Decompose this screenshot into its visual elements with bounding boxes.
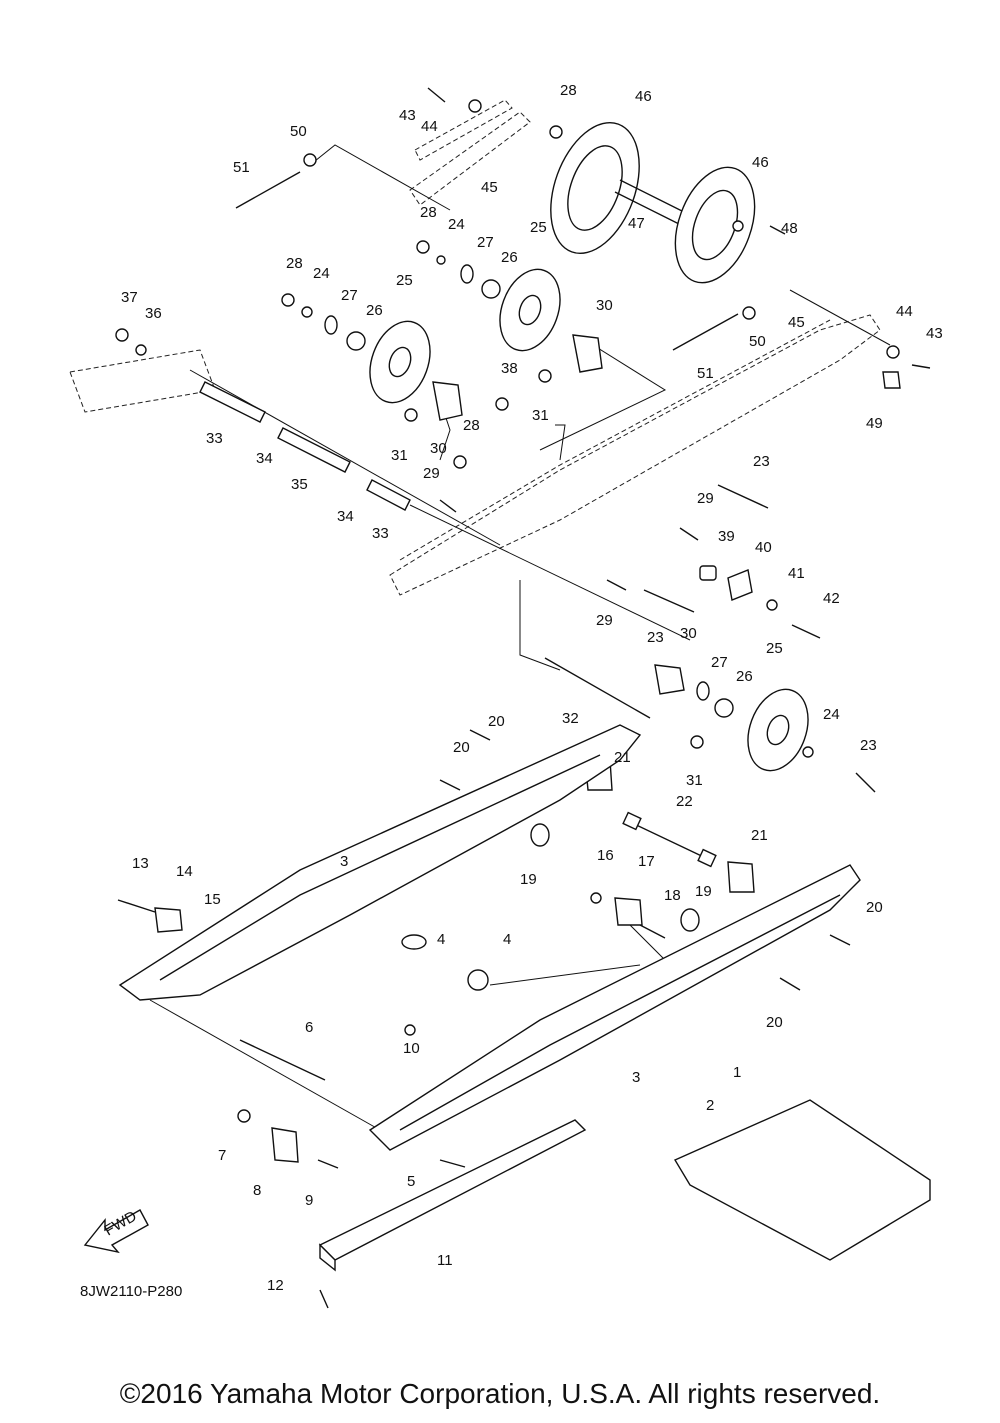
callout-25-2: 25 (530, 219, 547, 236)
callout-46-1: 46 (635, 88, 652, 105)
callout-5: 5 (407, 1173, 415, 1190)
callout-33-1: 33 (206, 430, 223, 447)
callout-41: 41 (788, 565, 805, 582)
callout-28-3: 28 (560, 82, 577, 99)
callout-27-2: 27 (477, 234, 494, 251)
callout-42: 42 (823, 590, 840, 607)
callout-48: 48 (781, 220, 798, 237)
callout-45-2: 45 (788, 314, 805, 331)
copyright-notice: ©2016 Yamaha Motor Corporation, U.S.A. A… (119, 1378, 881, 1409)
callout-26-2: 26 (501, 249, 518, 266)
callout-15: 15 (204, 891, 221, 908)
callout-4-1: 4 (437, 931, 445, 948)
callout-24-1: 24 (313, 265, 330, 282)
callout-30-1: 30 (596, 297, 613, 314)
callout-38: 38 (501, 360, 518, 377)
callout-34-1: 34 (256, 450, 273, 467)
callout-28-2: 28 (420, 204, 437, 221)
callout-23-3: 23 (860, 737, 877, 754)
callout-32: 32 (562, 710, 579, 727)
callout-44-1: 44 (421, 118, 438, 135)
callout-50-2: 50 (749, 333, 766, 350)
callout-20-2: 20 (453, 739, 470, 756)
callout-29-2: 29 (697, 490, 714, 507)
callout-31-3: 31 (686, 772, 703, 789)
callout-24-2: 24 (448, 216, 465, 233)
callout-12: 12 (267, 1277, 284, 1294)
callout-3-2: 3 (632, 1069, 640, 1086)
callout-11: 11 (437, 1252, 453, 1269)
callout-9: 9 (305, 1192, 313, 1209)
callout-29-3: 29 (596, 612, 613, 629)
callout-19-2: 19 (695, 883, 712, 900)
callout-28-1: 28 (286, 255, 303, 272)
callout-51-1: 51 (233, 159, 250, 176)
slide-runner (318, 1119, 587, 1272)
callout-13: 13 (132, 855, 149, 872)
callout-20-1: 20 (488, 713, 505, 730)
callout-31-2: 31 (532, 407, 549, 424)
callout-44-2: 44 (896, 303, 913, 320)
track (673, 1099, 931, 1261)
callout-51-2: 51 (697, 365, 714, 382)
callout-6: 6 (305, 1019, 313, 1036)
callout-20-4: 20 (766, 1014, 783, 1031)
callout-16: 16 (597, 847, 614, 864)
callout-26-3: 26 (736, 668, 753, 685)
callout-1: 1 (733, 1064, 741, 1081)
callout-31-1: 31 (391, 447, 408, 464)
callout-25-1: 25 (396, 272, 413, 289)
callout-30-3: 30 (680, 625, 697, 642)
callout-4-2: 4 (503, 931, 511, 948)
callout-29-1: 29 (423, 465, 440, 482)
callout-33-2: 33 (372, 525, 389, 542)
callout-40: 40 (755, 539, 772, 556)
shafts-and-bolts (117, 87, 931, 1309)
callout-3-1: 3 (340, 853, 348, 870)
callout-50-1: 50 (290, 123, 307, 140)
callout-23-2: 23 (647, 629, 664, 646)
callout-8: 8 (253, 1182, 261, 1199)
callout-39: 39 (718, 528, 735, 545)
callout-25-3: 25 (766, 640, 783, 657)
callout-49: 49 (866, 415, 883, 432)
callout-23-1: 23 (753, 453, 770, 470)
diagram-code: 8JW2110-P280 (80, 1283, 182, 1300)
callout-21-1: 21 (614, 749, 631, 766)
callout-43-1: 43 (399, 107, 416, 124)
callout-34-2: 34 (337, 508, 354, 525)
callout-22: 22 (676, 793, 693, 810)
callout-21-2: 21 (751, 827, 768, 844)
fwd-arrow-icon: FWD (83, 1208, 149, 1254)
callout-19-1: 19 (520, 871, 537, 888)
callout-20-3: 20 (866, 899, 883, 916)
callout-27-1: 27 (341, 287, 358, 304)
idler-wheels (369, 268, 809, 772)
callout-30-2: 30 (430, 440, 447, 457)
callout-26-1: 26 (366, 302, 383, 319)
callout-45-1: 45 (481, 179, 498, 196)
drive-sprocket-assembly (550, 121, 756, 284)
callout-24-3: 24 (823, 706, 840, 723)
callout-2: 2 (706, 1097, 714, 1114)
callout-37: 37 (121, 289, 138, 306)
callout-14: 14 (176, 863, 193, 880)
callout-10: 10 (403, 1040, 420, 1057)
callout-7: 7 (218, 1147, 226, 1164)
callout-36: 36 (145, 305, 162, 322)
callout-17: 17 (638, 853, 655, 870)
callout-27-3: 27 (711, 654, 728, 671)
callout-35: 35 (291, 476, 308, 493)
callout-47: 47 (628, 215, 645, 232)
callout-43-2: 43 (926, 325, 943, 342)
callout-18: 18 (664, 887, 681, 904)
callout-46-2: 46 (752, 154, 769, 171)
callout-28-4: 28 (463, 417, 480, 434)
slide-rails (118, 724, 861, 1151)
upper-rail-ghost (69, 99, 881, 596)
